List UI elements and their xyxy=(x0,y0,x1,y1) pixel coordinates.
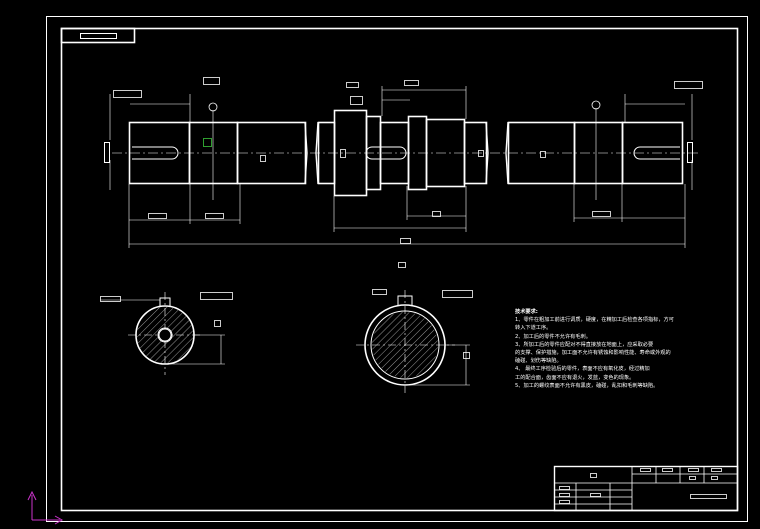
hole-left xyxy=(158,328,172,342)
shaft-main-view xyxy=(104,109,700,197)
main-view-dimensions xyxy=(109,86,693,248)
main-view-labels xyxy=(113,77,703,268)
technical-requirements: 技术要求: 1、零件在粗加工前进行调质，硬度，在精加工后检查各项指标，方可 转入… xyxy=(515,308,705,390)
selection-marker[interactable] xyxy=(203,138,212,147)
note-line: 1、零件在粗加工前进行调质，硬度，在精加工后检查各项指标，方可 xyxy=(515,317,674,324)
inner-frame xyxy=(60,27,739,512)
note-line: 2、加工后的零件不允许有毛刺。 xyxy=(515,333,591,340)
note-line: 3、所加工后的零件应配对不得直接放在地面上，应采取必要 xyxy=(515,341,654,348)
ucs-axis-icon xyxy=(27,490,64,525)
note-line: 4、 最终工序检验后的零件，表面不应有氧化皮，经过精加 xyxy=(515,366,650,373)
note-line: 5、加工的螺纹表面不允许有黑皮，磕碰，乱扣和毛刺等缺陷。 xyxy=(515,382,659,389)
section-view-right xyxy=(356,289,473,393)
note-line: 转入下道工序。 xyxy=(515,325,552,332)
note-line: 的支撑、保护措施，加工面不允许有锈蚀和影响性能、寿命或外观的 xyxy=(515,350,671,357)
note-line: 磕碰、划伤等缺陷。 xyxy=(515,358,562,365)
title-block xyxy=(553,465,739,512)
notes-title: 技术要求: xyxy=(515,309,538,315)
hatch-right xyxy=(372,312,438,378)
outer-frame xyxy=(46,16,748,522)
code-box xyxy=(60,27,136,44)
code-box-text xyxy=(80,33,117,39)
note-line: 工的配合面，齿面不应有退火，发蓝，变色的现象。 xyxy=(515,374,635,381)
